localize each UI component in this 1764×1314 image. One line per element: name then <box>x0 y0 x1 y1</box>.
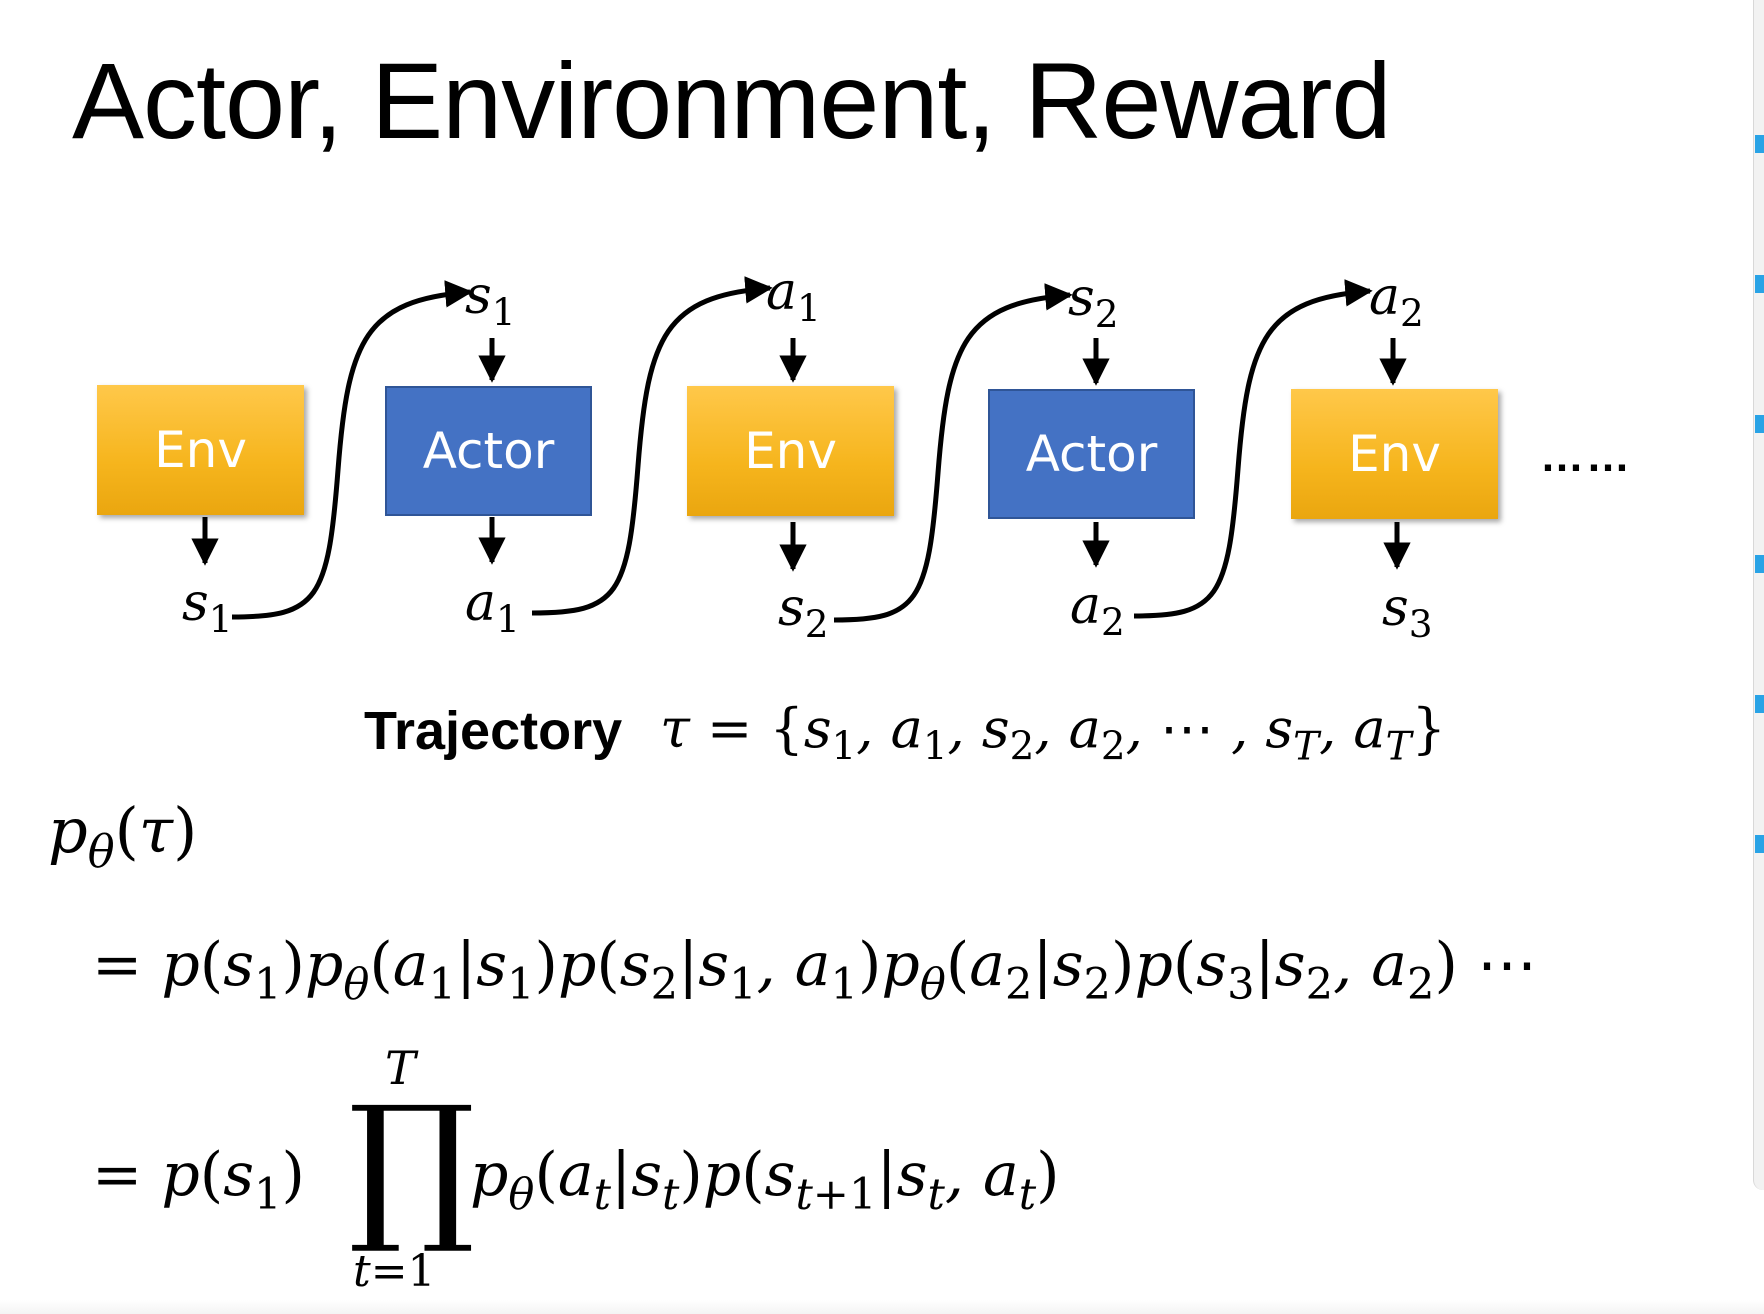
label-a1-top: a1 <box>766 262 821 330</box>
product-formula-body: pθ(at|st)p(st+1|st, at) <box>470 1140 1060 1220</box>
env-box-3: Env <box>1291 389 1498 519</box>
label-s3-bottom: s3 <box>1382 578 1433 646</box>
label-s1-top: s1 <box>465 266 516 334</box>
ellipsis: …… <box>1540 432 1632 481</box>
edge-marker <box>1755 275 1764 293</box>
window-edge <box>1753 0 1764 1190</box>
env-box-1: Env <box>97 385 304 515</box>
edge-marker <box>1755 695 1764 713</box>
actor-box-1: Actor <box>385 386 592 516</box>
edge-marker <box>1755 835 1764 853</box>
product-formula-prefix: = p(s1) <box>92 1140 305 1220</box>
expansion-formula: = p(s1)pθ(a1|s1)p(s2|s1, a1)pθ(a2|s2)p(s… <box>92 930 1537 1010</box>
env-box-2: Env <box>687 386 894 516</box>
edge-marker <box>1755 415 1764 433</box>
product-upper-limit: T <box>385 1041 416 1095</box>
bottom-edge <box>0 1300 1764 1314</box>
label-s2-top: s2 <box>1068 268 1119 336</box>
trajectory-label: Trajectory <box>364 701 623 761</box>
edge-marker <box>1755 135 1764 153</box>
label-a2-top: a2 <box>1369 267 1424 335</box>
curved-arrow-icon <box>531 276 773 616</box>
curved-arrow-icon <box>231 280 473 620</box>
curved-arrow-icon <box>1133 279 1373 619</box>
product-symbol: ∏ <box>348 1071 476 1258</box>
product-lower-limit: t=1 <box>353 1246 436 1297</box>
trajectory-formula: τ = {s1, a1, s2, a2, ⋯ , sT, aT} <box>660 697 1446 770</box>
label-s1-bottom: s1 <box>182 573 233 641</box>
slide-title: Actor, Environment, Reward <box>72 40 1392 161</box>
flow-arrows <box>191 276 1411 623</box>
p-theta-tau: pθ(τ) <box>48 794 198 878</box>
label-a1-bottom: a1 <box>465 573 520 641</box>
curved-arrow-icon <box>833 283 1073 623</box>
label-a2-bottom: a2 <box>1070 576 1125 644</box>
label-s2-bottom: s2 <box>778 578 829 646</box>
actor-box-2: Actor <box>988 389 1195 519</box>
edge-marker <box>1755 555 1764 573</box>
